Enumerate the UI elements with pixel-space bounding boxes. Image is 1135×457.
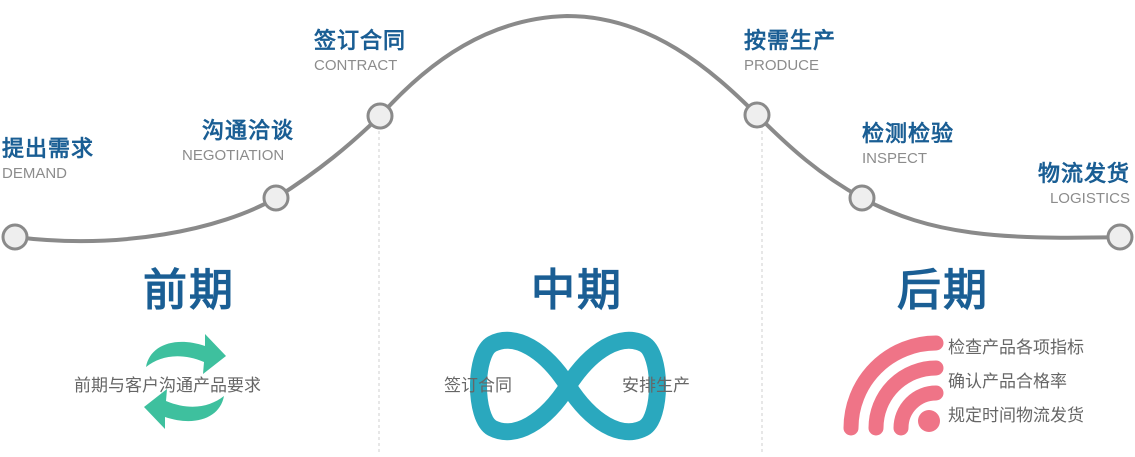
phase-middle-right-text: 安排生产 [622, 376, 690, 396]
step-inspect-subtitle: INSPECT [862, 150, 928, 167]
step-contract-subtitle: CONTRACT [314, 57, 398, 74]
step-node-contract [366, 102, 394, 130]
phase-early-desc: 前期与客户沟通产品要求 [74, 376, 261, 396]
step-node-negotiation [262, 184, 290, 212]
phase-middle-title: 中期 [531, 265, 623, 316]
phase-middle-left-text: 签订合同 [444, 376, 512, 396]
step-produce: 按需生产 PRODUCE [744, 28, 836, 76]
step-contract: 签订合同 CONTRACT [314, 28, 406, 76]
step-produce-title: 按需生产 [744, 29, 837, 54]
process-curve [14, 13, 1121, 243]
phase-late-title: 后期 [897, 265, 989, 316]
phase-late-item: 规定时间物流发货 [948, 406, 1084, 426]
step-negotiation: 沟通洽谈 NEGOTIATION [182, 118, 294, 166]
step-contract-title: 签订合同 [314, 29, 407, 54]
step-inspect: 检测检验 INSPECT [862, 121, 954, 169]
step-produce-subtitle: PRODUCE [744, 57, 820, 74]
step-node-inspect [848, 184, 876, 212]
step-demand-title: 提出需求 [2, 137, 95, 162]
step-logistics-subtitle: LOGISTICS [1049, 190, 1130, 207]
step-demand: 提出需求 DEMAND [2, 136, 94, 184]
signal-dot-icon [918, 410, 940, 432]
signal-waves-icon [843, 335, 944, 436]
step-node-demand [1, 223, 29, 251]
phase-late-item: 检查产品各项指标 [948, 338, 1084, 358]
step-inspect-title: 检测检验 [862, 122, 955, 147]
step-logistics-title: 物流发货 [1037, 162, 1130, 187]
step-node-produce [743, 101, 771, 129]
recycle-arrows-icon [144, 334, 226, 429]
step-negotiation-title: 沟通洽谈 [202, 119, 295, 144]
infinity-icon [470, 331, 666, 441]
step-logistics: 物流发货 LOGISTICS [1038, 161, 1130, 209]
step-demand-subtitle: DEMAND [2, 165, 68, 182]
phase-late-item: 确认产品合格率 [948, 372, 1067, 392]
step-node-logistics [1106, 223, 1134, 251]
phase-early-title: 前期 [143, 265, 235, 316]
step-negotiation-subtitle: NEGOTIATION [182, 147, 285, 164]
